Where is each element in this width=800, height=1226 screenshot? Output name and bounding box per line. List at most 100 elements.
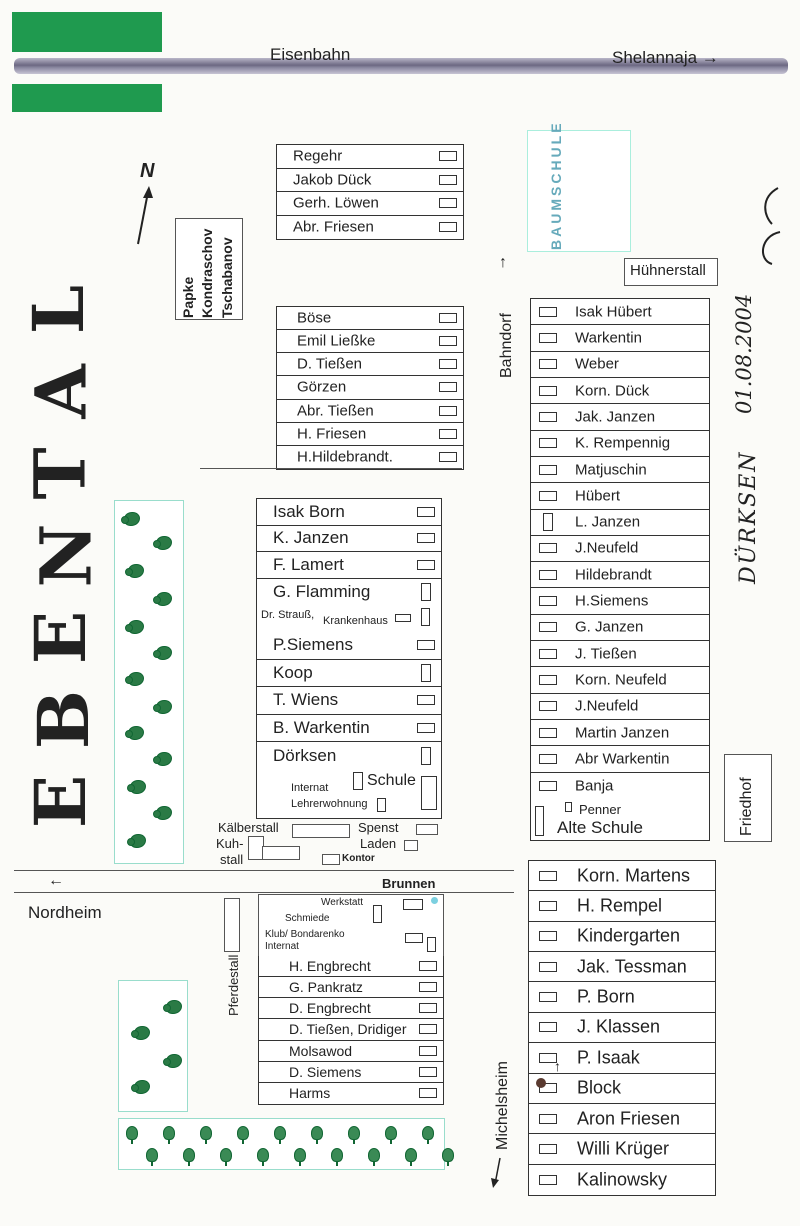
house-label: Isak Hübert [575, 303, 652, 321]
house-label: F. Lamert [273, 554, 344, 574]
calf-barn-label: Kälberstall [218, 820, 279, 835]
house-icon [439, 405, 457, 416]
hospital-window-icon [395, 614, 411, 622]
house-row: Gerh. Löwen [277, 192, 463, 216]
house-label: G. Pankratz [289, 979, 363, 996]
house-icon [539, 727, 557, 738]
house-label: G. Flamming [273, 581, 371, 601]
house-row: Görzen [277, 376, 463, 400]
village-name-letter: N [24, 523, 108, 588]
house-icon [439, 174, 457, 185]
old-school-block: Penner Alte Schule [530, 798, 710, 841]
tree-nursery-label: BAUMSCHULE [548, 120, 564, 250]
house-icon [417, 695, 435, 706]
house-label: Böse [297, 309, 332, 327]
tree-icon [385, 1126, 397, 1144]
cow-barn-annex [262, 846, 300, 860]
house-icon [439, 198, 457, 209]
house-icon [539, 332, 557, 343]
house-icon [539, 1022, 557, 1033]
house-label: J. Tießen [575, 645, 637, 663]
tree-nursery [527, 130, 631, 252]
hospital-door-icon [421, 608, 430, 626]
house-label: H.Hildebrandt. [297, 448, 393, 466]
house-row: G. Flamming [257, 579, 441, 606]
village-name-letter: E [19, 774, 103, 829]
house-icon [539, 1143, 557, 1154]
house-row: P.Siemens [257, 632, 441, 660]
house-row: D. Tießen [277, 353, 463, 377]
tree-icon [131, 1026, 150, 1040]
house-icon [419, 1003, 437, 1014]
house-row: T. Wiens [257, 687, 441, 715]
house-label: Görzen [297, 378, 347, 396]
house-icon [539, 648, 557, 659]
house-label: Willi Krüger [577, 1138, 670, 1159]
teacher-house-label: Lehrerwohnung [291, 798, 368, 810]
railway-label: Eisenbahn [270, 45, 351, 64]
penner-window-icon [565, 802, 572, 812]
spenst-building [416, 824, 438, 835]
house-label: L. Janzen [575, 513, 641, 531]
house-icon [539, 1113, 557, 1124]
house-row: Hübert [531, 483, 709, 510]
workshop-area: Werkstatt Schmiede Klub/ Bondarenko Inte… [258, 894, 444, 958]
house-icon [439, 336, 457, 347]
tree-icon [153, 646, 172, 660]
house-row: Abr. Friesen [277, 216, 463, 240]
house-row: Korn. Martens [529, 861, 715, 892]
school-block: Internat Schule Lehrerwohnung [256, 770, 442, 819]
house-row: Matjuschin [531, 457, 709, 484]
house-label: Koop [273, 662, 313, 682]
bahndorf-label: Bahndorf [498, 313, 515, 378]
house-label: Block [577, 1077, 622, 1098]
spenst-label: Spenst [358, 820, 399, 835]
house-icon [539, 464, 557, 475]
house-row: H.Hildebrandt. [277, 446, 463, 469]
tree-icon [442, 1148, 454, 1166]
house-icon [439, 222, 457, 233]
internat-label-2: Internat [265, 941, 299, 952]
house-label: Abr. Tießen [297, 402, 374, 420]
house-icon [419, 1088, 437, 1099]
house-icon [539, 438, 557, 449]
tree-icon [127, 834, 146, 848]
house-row: Koop [257, 660, 441, 688]
house-label: H. Engbrecht [289, 958, 371, 975]
house-icon [419, 982, 437, 993]
michelsheim-label: Michelsheim [494, 1061, 511, 1150]
house-label: P. Born [577, 986, 635, 1007]
village-name-letter: B [22, 689, 106, 750]
house-row: Warkentin [531, 325, 709, 352]
tree-icon [153, 806, 172, 820]
tree-icon [125, 620, 144, 634]
house-icon [439, 313, 457, 324]
tree-icon [153, 592, 172, 606]
tree-icon [121, 512, 140, 526]
house-label: Jak. Janzen [575, 408, 656, 426]
house-label: Warkentin [575, 329, 642, 347]
house-row: Emil Ließke [277, 330, 463, 354]
village-name-letter: T [18, 447, 102, 500]
tree-icon [294, 1148, 306, 1166]
house-label: Martin Janzen [575, 724, 670, 742]
signature-name: DÜRKSEN [736, 450, 761, 584]
house-row: Böse [277, 307, 463, 331]
house-label: D. Tießen, Dridiger [289, 1021, 407, 1038]
house-label: Isak Born [273, 501, 345, 521]
house-row: G. Janzen [531, 615, 709, 642]
village-name-letter: A [19, 364, 103, 419]
house-row: Isak Hübert [531, 299, 709, 326]
house-icon [539, 701, 557, 712]
house-icon [419, 1066, 437, 1077]
cow-barn-label-1: Kuh- [216, 836, 244, 851]
house-icon [539, 780, 557, 791]
house-row: Korn. Neufeld [531, 667, 709, 694]
railway-line [14, 58, 788, 74]
house-label: D. Siemens [289, 1063, 362, 1080]
tree-icon [146, 1148, 158, 1166]
horse-barn-label: Pferdestall [226, 954, 241, 1016]
nordheim-label: Nordheim [28, 903, 102, 922]
house-label: T. Wiens [273, 690, 339, 710]
house-row: L. Janzen [531, 510, 709, 536]
